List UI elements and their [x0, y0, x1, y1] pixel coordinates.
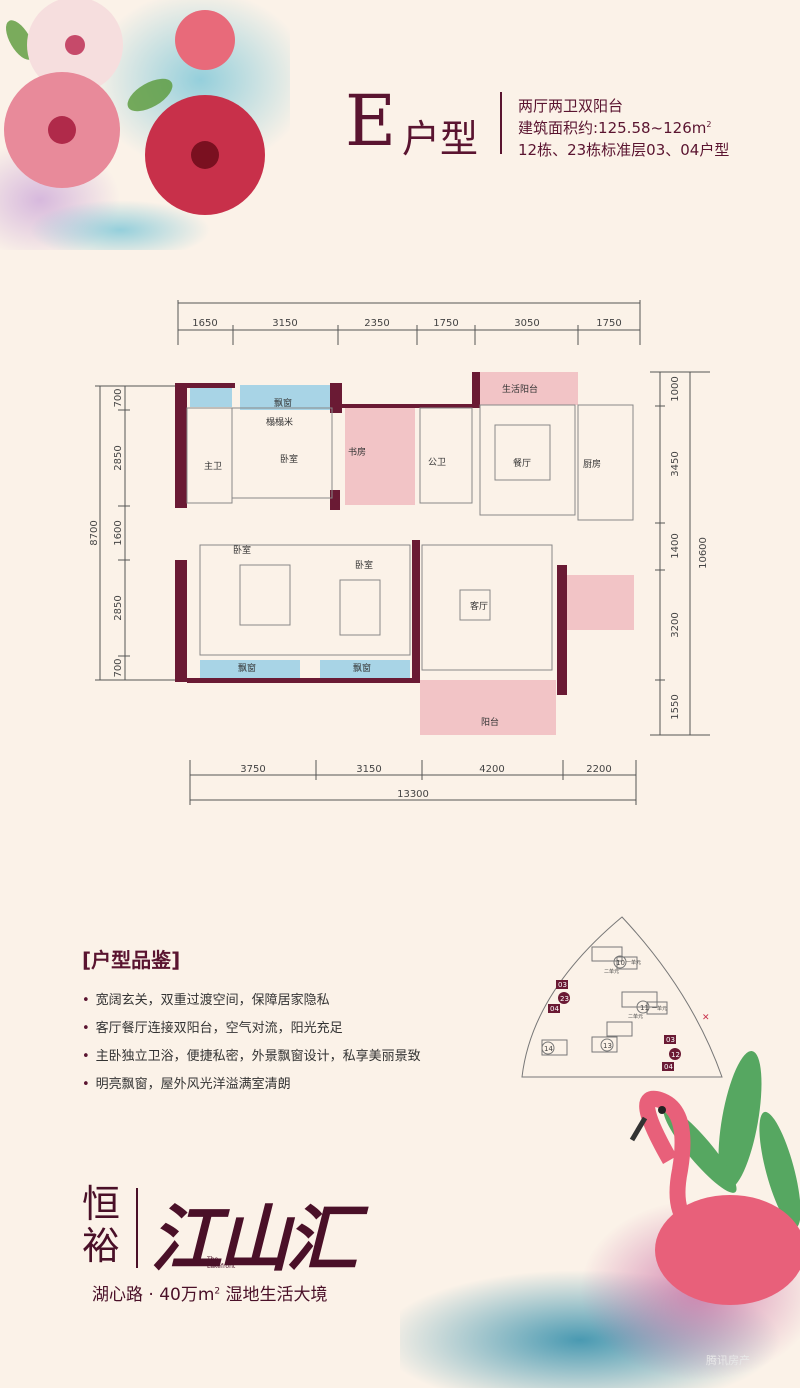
site-map: 03 23 04 03 12 04 10 11 14 13 一单元 二单元 一单…	[521, 916, 723, 1078]
label-kitchen: 厨房	[583, 458, 601, 470]
site-label: 14	[544, 1045, 553, 1053]
feature-item: •明亮飘窗，屋外风光洋溢满室清朗	[82, 1077, 291, 1092]
floor-plan: 主卫 卧室 飘窗 榻榻米 书房 公卫 餐厅 厨房 生活阳台 卧室 卧室 客厅 飘…	[90, 300, 710, 805]
dim-left: 700	[113, 658, 124, 677]
dim-bottom: 3150	[356, 764, 381, 775]
brand-divider	[136, 1188, 138, 1268]
unit-label: 二单元	[604, 968, 619, 975]
site-label: 23	[560, 995, 569, 1003]
label-public-bath: 公卫	[428, 457, 446, 468]
dim-left: 700	[113, 388, 124, 407]
dim-top: 1750	[596, 318, 621, 329]
label-master-bath: 主卫	[204, 460, 222, 472]
dim-top-total: 13700	[390, 300, 422, 303]
feature-item: •主卧独立卫浴，便捷私密，外景飘窗设计，私享美丽景致	[82, 1049, 421, 1064]
dim-top: 1650	[192, 318, 217, 329]
label-bay-window-top: 飘窗	[274, 397, 292, 409]
label-bay-window-mid: 飘窗	[353, 662, 371, 674]
label-bedroom-mid: 卧室	[355, 559, 373, 571]
dim-top: 3050	[514, 318, 539, 329]
dim-left: 2850	[113, 595, 124, 620]
dim-right: 3450	[670, 451, 681, 476]
feature-item: •客厅餐厅连接双阳台，空气对流，阳光充足	[82, 1021, 343, 1036]
watermark: 腾讯房产	[706, 1354, 750, 1367]
flamingo-decoration	[400, 1050, 800, 1388]
label-living: 客厅	[470, 600, 488, 612]
dim-right: 3200	[670, 612, 681, 637]
dim-bottom-total: 13300	[397, 789, 429, 800]
dim-left: 1600	[113, 520, 124, 545]
dim-bottom: 2200	[586, 764, 611, 775]
site-label: 12	[671, 1051, 680, 1059]
dim-left: 2850	[113, 445, 124, 470]
building-units: 12栋、23栋标准层03、04户型	[518, 141, 730, 159]
unit-label: 二单元	[628, 1013, 643, 1020]
label-bedroom-top: 卧室	[280, 453, 298, 465]
label-tatami: 榻榻米	[266, 416, 293, 428]
dim-left-total: 8700	[90, 520, 100, 545]
unit-label: 一单元	[652, 1005, 667, 1012]
compass-icon: ✕	[702, 1013, 710, 1023]
site-label: 04	[664, 1063, 673, 1071]
site-label: 04	[550, 1005, 559, 1013]
dim-right-total: 10600	[698, 537, 709, 569]
site-label: 13	[603, 1042, 612, 1050]
header-divider	[500, 92, 502, 154]
site-label: 03	[666, 1036, 675, 1044]
label-bay-window-left: 飘窗	[238, 662, 256, 674]
dim-bottom: 4200	[479, 764, 504, 775]
label-balcony: 阳台	[481, 716, 499, 728]
flower-decoration	[0, 0, 290, 250]
label-bedroom-left: 卧室	[233, 544, 251, 556]
features-title: [户型品鉴]	[82, 948, 181, 972]
dim-top: 3150	[272, 318, 297, 329]
site-label: 03	[558, 981, 567, 989]
label-service-balcony: 生活阳台	[502, 383, 538, 395]
layout-description: 两厅两卫双阳台	[518, 97, 624, 115]
dim-right: 1550	[670, 694, 681, 719]
dim-right: 1400	[670, 533, 681, 558]
unit-type-suffix: 户型	[402, 117, 479, 161]
brand-logo-calligraphy: 江山汇	[150, 1196, 358, 1281]
site-label: 11	[640, 1004, 649, 1012]
unit-type-letter: E	[345, 80, 397, 162]
brand-slogan: 湖心路 · 40万m2 湿地生活大境	[92, 1285, 328, 1305]
label-study: 书房	[348, 446, 366, 458]
dim-bottom: 3750	[240, 764, 265, 775]
feature-item: •宽阔玄关，双重过渡空间，保障居家隐私	[82, 993, 330, 1008]
site-label: 10	[616, 959, 625, 967]
dim-top: 2350	[364, 318, 389, 329]
area-label: 建筑面积约:125.58~126m2	[518, 119, 712, 137]
unit-label: 一单元	[626, 959, 641, 966]
brand-hengyu: 恒裕	[82, 1182, 121, 1268]
dim-top: 1750	[433, 318, 458, 329]
dim-right: 1000	[670, 376, 681, 401]
label-dining: 餐厅	[513, 457, 531, 469]
